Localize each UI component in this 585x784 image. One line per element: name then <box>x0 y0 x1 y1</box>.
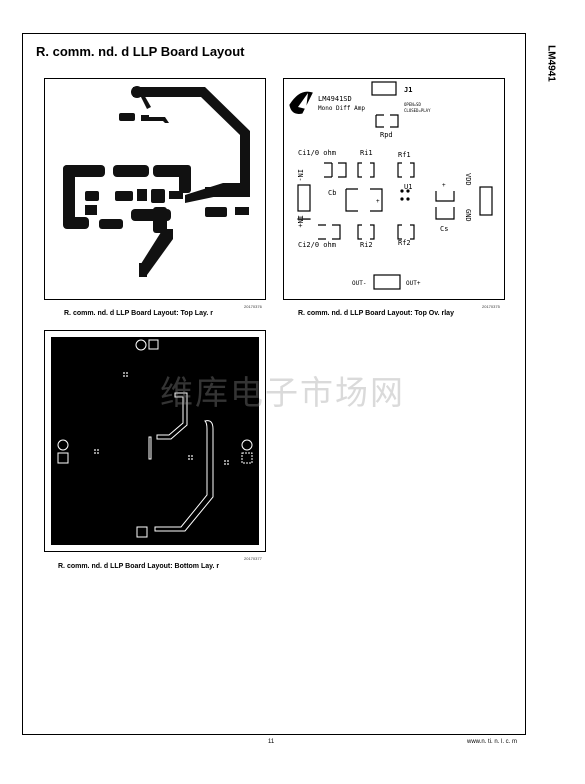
overlay-out-plus: OUT+ <box>406 280 421 287</box>
overlay-out-minus: OUT- <box>352 280 366 287</box>
figure-top-overlay: LM4941SD Mono Diff Amp J1 OPEN=SD CLOSED… <box>283 78 505 300</box>
overlay-artwork: LM4941SD Mono Diff Amp J1 OPEN=SD CLOSED… <box>289 81 493 290</box>
overlay-gnd: GND <box>464 209 472 222</box>
figure-top-layer <box>44 78 266 300</box>
overlay-plus-cs: + <box>442 182 446 189</box>
caption-bottom-layer: R. comm. nd. d LLP Board Layout: Bottom … <box>58 563 220 570</box>
bottom-layer-artwork <box>51 337 259 545</box>
caption-top-layer: R. comm. nd. d LLP Board Layout: Top Lay… <box>64 310 213 317</box>
footer-url[interactable]: www.n. ti. n. l. c. m <box>467 739 518 745</box>
overlay-j1-note1: OPEN=SD <box>404 102 421 107</box>
overlay-rf2: Rf2 <box>398 239 411 247</box>
overlay-in-minus: IN- <box>296 169 304 182</box>
overlay-rpd: Rpd <box>380 131 393 139</box>
overlay-vdd: VDD <box>464 173 472 186</box>
top-layer-artwork <box>63 86 250 277</box>
overlay-j1-note2: CLOSED=PLAY <box>404 108 431 113</box>
overlay-cs: Cs <box>440 225 448 233</box>
figure-number-3: 20170377 <box>244 556 262 561</box>
overlay-part: LM4941SD <box>318 95 352 103</box>
caption-top-overlay: R. comm. nd. d LLP Board Layout: Top Ov.… <box>298 310 454 317</box>
overlay-ci2: Ci2/0 ohm <box>298 241 336 249</box>
overlay-ri2: Ri2 <box>360 241 373 249</box>
overlay-ci1: Ci1/0 ohm <box>298 149 336 157</box>
overlay-rf1: Rf1 <box>398 151 411 159</box>
figure-number-1: 20170376 <box>244 304 262 309</box>
watermark: 维库电子市场网 <box>160 373 405 412</box>
figure-number-2: 20170375 <box>482 304 500 309</box>
overlay-ri1: Ri1 <box>360 149 373 157</box>
overlay-cb: Cb <box>328 189 336 197</box>
overlay-in-plus: IN+ <box>296 215 304 228</box>
overlay-j1: J1 <box>404 86 412 94</box>
page-number: 11 <box>268 739 275 745</box>
section-heading: R. comm. nd. d LLP Board Layout <box>36 44 245 59</box>
page-frame <box>22 33 526 735</box>
overlay-u1: U1 <box>404 183 412 191</box>
side-part-label: LM4941 <box>545 45 557 82</box>
figure-bottom-layer <box>44 330 266 552</box>
overlay-plus-cb: + <box>376 198 380 205</box>
overlay-subtitle: Mono Diff Amp <box>318 105 365 112</box>
